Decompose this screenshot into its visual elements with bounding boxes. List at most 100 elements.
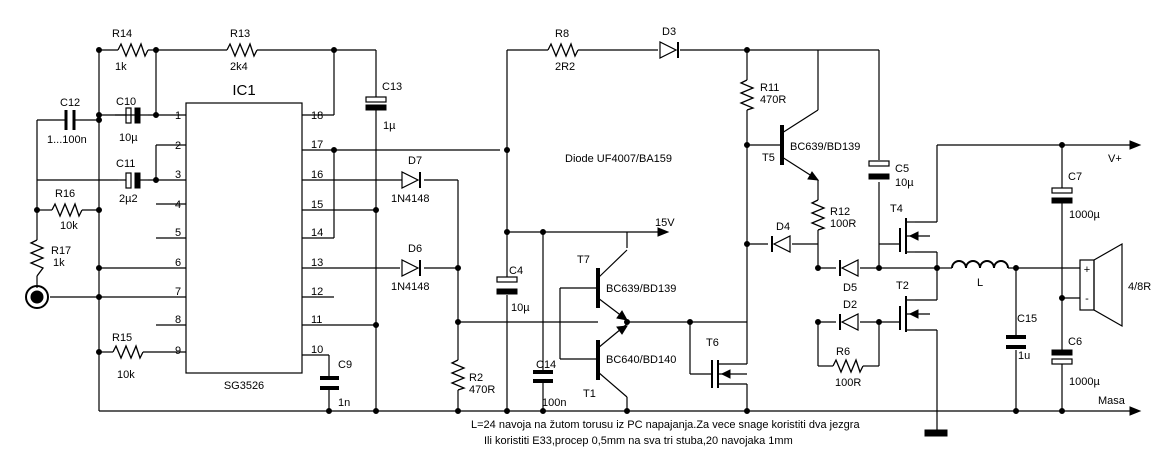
- pin-15: 15: [311, 199, 323, 211]
- d6-value: 1N4148: [391, 281, 430, 293]
- t1-label: T1: [583, 388, 596, 400]
- capacitors: C12 1...100n C10 10µ C11 2µ2 C13 1µ C9 1…: [47, 81, 1100, 409]
- junctions: [34, 47, 1065, 414]
- diode-d2: [840, 313, 859, 331]
- c14-label: C14: [536, 359, 556, 371]
- ic1-body: [185, 102, 303, 374]
- pin-6: 6: [175, 257, 181, 269]
- r6-label: R6: [836, 346, 850, 358]
- c7-label: C7: [1068, 171, 1082, 183]
- capacitor-c5: [868, 160, 890, 167]
- resistor-r14: [117, 42, 149, 58]
- ic1-label: IC1: [232, 82, 255, 99]
- c11-value: 2µ2: [119, 193, 138, 205]
- pin-11: 11: [311, 314, 322, 326]
- l-label: L: [977, 277, 983, 289]
- pin-5: 5: [175, 227, 181, 239]
- c5-value: 10µ: [895, 177, 914, 189]
- input-jack: [25, 285, 49, 309]
- pin-9: 9: [175, 345, 181, 357]
- net-vplus: V+: [1108, 153, 1122, 165]
- diode-d5: [840, 259, 859, 277]
- speaker-plus: +: [1084, 264, 1090, 276]
- d4-label: D4: [776, 221, 790, 233]
- r14-label: R14: [112, 28, 132, 40]
- resistor-r6: [832, 358, 864, 374]
- pin-13: 13: [311, 257, 323, 269]
- transistor-t4: T4: [890, 203, 930, 254]
- r12-label: R12: [830, 206, 850, 218]
- transistor-t1: T1 BC640/BD140: [583, 323, 676, 400]
- diode-d4: [772, 235, 791, 253]
- c12-label: C12: [60, 97, 80, 109]
- r16-label: R16: [55, 188, 75, 200]
- diode-d7: [401, 171, 420, 189]
- pin-18: 18: [311, 110, 323, 122]
- r16-value: 10k: [60, 220, 78, 232]
- c10-label: C10: [116, 96, 136, 108]
- resistor-r16: [51, 202, 83, 218]
- r11-value: 470R: [760, 94, 786, 106]
- c6-label: C6: [1068, 336, 1082, 348]
- diode-d3: [659, 41, 678, 59]
- c10-value: 10µ: [119, 132, 138, 144]
- t5-value: BC639/BD139: [790, 141, 860, 153]
- c9-label: C9: [338, 359, 352, 371]
- c15-label: C15: [1017, 313, 1037, 325]
- note-line-2: Ili koristiti E33,procep 0,5mm na sva tr…: [484, 435, 793, 447]
- t5-label: T5: [762, 152, 775, 164]
- resistor-r8: [547, 42, 579, 58]
- pin-17: 17: [311, 139, 323, 151]
- supply-arrow-vplus: [1129, 140, 1142, 150]
- transistors: T7 BC639/BD139 T1 BC640/BD140 T5 BC639/B…: [577, 50, 930, 411]
- r13-label: R13: [230, 28, 250, 40]
- r12-value: 100R: [830, 218, 856, 230]
- r8-label: R8: [555, 28, 569, 40]
- capacitor-c7: [1051, 187, 1073, 194]
- diode-note: Diode UF4007/BA159: [565, 153, 672, 165]
- speaker: + - 4/8R: [1079, 242, 1151, 328]
- capacitor-c4: [496, 276, 518, 283]
- pin-1: 1: [175, 110, 181, 122]
- ic1-sg3526: IC1 SG3526 1 2 3 4 5 6 7 8 9 18 17 16 15…: [175, 82, 323, 392]
- transistor-t6: T6: [706, 337, 748, 411]
- pin-7: 7: [175, 286, 181, 298]
- r2-value: 470R: [469, 384, 495, 396]
- c14-value: 100n: [542, 397, 566, 409]
- diode-d6: [401, 259, 420, 277]
- r17-label: R17: [51, 245, 71, 257]
- c11-label: C11: [116, 158, 135, 170]
- resistor-r15: [112, 344, 144, 360]
- c15-value: 1u: [1018, 350, 1030, 362]
- diodes: D7 1N4148 D6 1N4148 D3 D4 D5 D2: [391, 26, 859, 331]
- supply-arrow-masa: [1129, 406, 1142, 416]
- t4-label: T4: [890, 203, 903, 215]
- d2-label: D2: [843, 299, 857, 311]
- d7-label: D7: [408, 155, 422, 167]
- pin-16: 16: [311, 169, 323, 181]
- resistor-r2: [450, 359, 466, 391]
- transistor-t5: T5 BC639/BD139: [762, 50, 860, 181]
- pin-3: 3: [175, 169, 181, 181]
- d7-value: 1N4148: [391, 193, 430, 205]
- wires: [36, 49, 1130, 430]
- c4-value: 10µ: [511, 302, 530, 314]
- resistors: R14 1k R13 2k4 R16 10k R17 1k R15 10k R2…: [29, 28, 864, 396]
- r17-value: 1k: [53, 257, 65, 269]
- pin-14: 14: [311, 227, 323, 239]
- resistor-r17: [29, 239, 45, 277]
- r15-label: R15: [112, 332, 132, 344]
- note-line-1: L=24 navoja na žutom torusu iz PC napaja…: [471, 419, 860, 431]
- transistor-t7: T7 BC639/BD139: [577, 249, 676, 321]
- c7-value: 1000µ: [1069, 209, 1100, 221]
- c13-label: C13: [382, 81, 402, 93]
- d5-label: D5: [843, 282, 857, 294]
- speaker-cone: [1093, 242, 1123, 328]
- pin-4: 4: [175, 199, 181, 211]
- supply-arrow-15v: [657, 227, 670, 237]
- capacitor-c6: [1051, 349, 1073, 356]
- t1-value: BC640/BD140: [606, 354, 676, 366]
- r15-value: 10k: [117, 369, 135, 381]
